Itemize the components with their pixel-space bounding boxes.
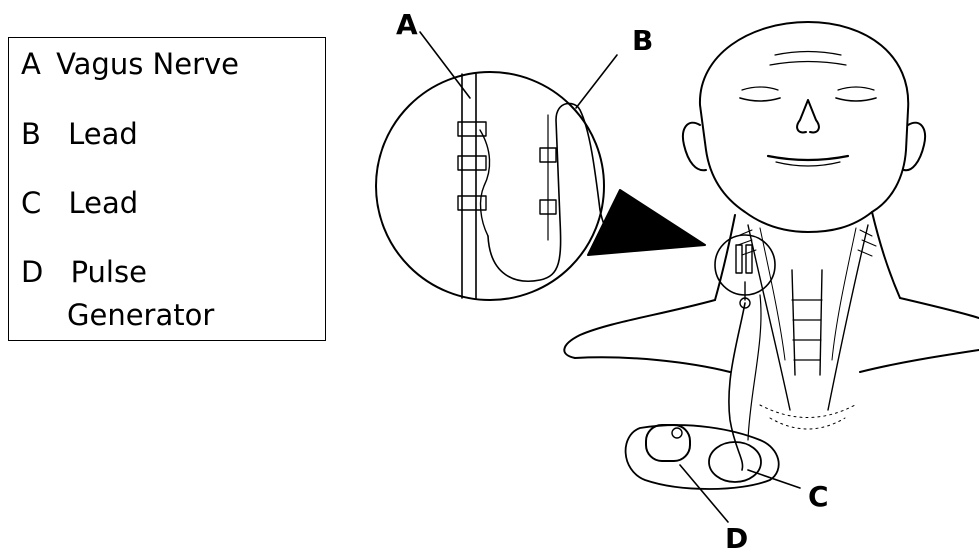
callout-a: A — [396, 8, 418, 41]
neck-right — [872, 212, 900, 298]
lead-wire-c — [729, 303, 745, 470]
head-outline — [700, 22, 908, 232]
vagus-nerve — [462, 74, 476, 298]
right-eye — [836, 98, 876, 101]
magnified-inset — [376, 72, 604, 300]
pulse-generator — [646, 425, 690, 461]
left-clavicle — [575, 357, 730, 372]
magnifier-wedge — [588, 190, 705, 255]
callout-d: D — [725, 522, 748, 553]
nose — [797, 100, 819, 132]
left-shoulder — [564, 300, 715, 358]
leader-line-a — [420, 32, 470, 98]
left-eye — [740, 98, 780, 101]
right-clavicle — [860, 350, 979, 372]
pulse-generator-pocket — [626, 425, 779, 489]
callout-b: B — [632, 24, 653, 57]
leader-line-b — [576, 55, 617, 108]
trachea — [792, 270, 822, 375]
callout-c: C — [808, 480, 829, 513]
right-shoulder — [900, 298, 979, 318]
leader-line-d — [680, 465, 728, 522]
mouth — [768, 156, 848, 160]
